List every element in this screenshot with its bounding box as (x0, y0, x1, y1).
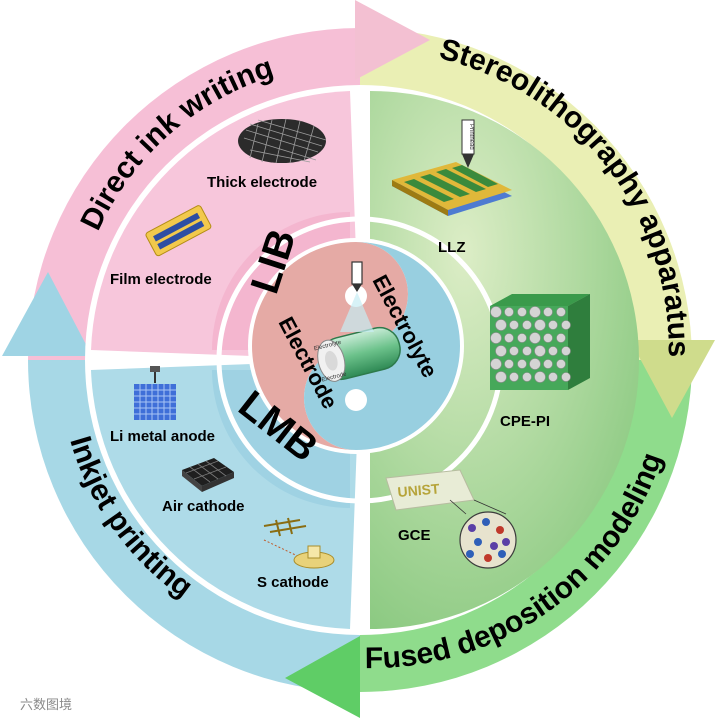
air-cathode-label: Air cathode (162, 498, 245, 515)
gce-particle (482, 518, 490, 526)
cpe-particle (534, 319, 546, 331)
cpe-particle (561, 346, 571, 356)
cpe-particle (543, 307, 553, 317)
thick-electrode-icon (238, 118, 327, 164)
cpe-particle (534, 371, 546, 383)
cpe-particle (522, 320, 532, 330)
cpe-particle (495, 319, 507, 331)
cpe-particle (509, 320, 519, 330)
li-metal-anode-icon (134, 366, 176, 420)
cpe-pi-label: CPE-PI (500, 413, 550, 430)
cpe-particle (543, 333, 553, 343)
cpe-particle (490, 306, 502, 318)
center-dot-bottom (345, 389, 367, 411)
cpe-particle (548, 320, 558, 330)
cpe-particle (504, 333, 514, 343)
cpe-particle (517, 359, 527, 369)
thick-electrode-label: Thick electrode (207, 174, 317, 191)
arrow-head-right (630, 340, 715, 418)
cpe-particle (548, 346, 558, 356)
cpe-particle (561, 320, 571, 330)
film-electrode-label: Film electrode (110, 271, 212, 288)
cpe-particle (517, 333, 527, 343)
watermark-text: 六数图境 (20, 697, 72, 712)
cpe-particle (548, 372, 558, 382)
cpe-particle (534, 345, 546, 357)
cpe-particle (490, 358, 502, 370)
gce-particle (474, 538, 482, 546)
cpe-particle (495, 371, 507, 383)
llz-label: LLZ (438, 239, 466, 256)
printhead-label: Printhead (468, 124, 474, 150)
gce-particle (502, 538, 510, 546)
gce-particle (496, 526, 504, 534)
cpe-particle (522, 346, 532, 356)
cpe-particle (543, 359, 553, 369)
cpe-particle (556, 307, 566, 317)
cpe-particle (495, 345, 507, 357)
cpe-pi-icon (490, 294, 590, 390)
cpe-particle (509, 346, 519, 356)
gce-label: GCE (398, 527, 431, 544)
cpe-particle (504, 359, 514, 369)
cpe-particle (556, 333, 566, 343)
film-electrode-icon (145, 205, 212, 257)
li-metal-anode-label: Li metal anode (110, 428, 215, 445)
gce-particle (498, 550, 506, 558)
cpe-particle (522, 372, 532, 382)
s-cathode-label: S cathode (257, 574, 329, 591)
llz-icon (392, 162, 512, 216)
s-cathode-icon (263, 517, 335, 569)
cpe-particle (517, 307, 527, 317)
arrow-head-top (355, 0, 430, 80)
cpe-particle (509, 372, 519, 382)
arrow-head-left (2, 272, 92, 356)
gce-particle (466, 550, 474, 558)
cpe-particle (529, 358, 541, 370)
cpe-particle (504, 307, 514, 317)
cpe-particle (529, 306, 541, 318)
printhead-icon: Printhead (461, 119, 475, 168)
cpe-particle (556, 359, 566, 369)
arrow-head-bottom (285, 636, 360, 718)
cpe-particle (490, 332, 502, 344)
gce-particle (468, 524, 476, 532)
gce-particle (484, 554, 492, 562)
gce-icon: UNIST (385, 469, 517, 569)
air-cathode-icon (182, 458, 234, 492)
gce-particle (490, 542, 498, 550)
cpe-particle (561, 372, 571, 382)
unist-label: UNIST (397, 480, 441, 500)
cpe-particle (529, 332, 541, 344)
nozzle-icon (340, 261, 374, 332)
